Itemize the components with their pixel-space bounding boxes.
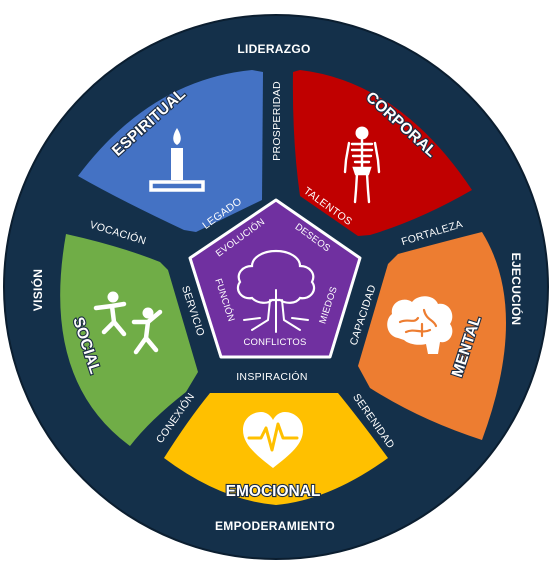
dancing-people-icon bbox=[93, 291, 163, 355]
core-pentagon: EVOLUCIÓN DESEOS MIEDOS CONFLICTOS FUNCI… bbox=[188, 198, 362, 359]
core-label-conflictos: CONFLICTOS bbox=[243, 337, 306, 348]
ring-label-bottom: EMPODERAMIENTO bbox=[215, 519, 335, 533]
candle-icon bbox=[149, 128, 205, 192]
segment-title-emocional: EMOCIONAL bbox=[226, 483, 321, 500]
skeleton-icon bbox=[343, 126, 381, 204]
tree-icon bbox=[236, 249, 316, 333]
segment-mental: MENTAL bbox=[358, 232, 506, 440]
brain-icon bbox=[387, 296, 453, 354]
ring-label-right: EJECUCIÓN bbox=[509, 253, 524, 326]
gap-label-prosperidad: PROSPERIDAD bbox=[271, 81, 283, 161]
segment-social: SOCIAL bbox=[60, 234, 198, 446]
segment-emocional: EMOCIONAL bbox=[164, 393, 388, 505]
ring-label-left: VISIÓN bbox=[30, 269, 45, 311]
heartbeat-icon bbox=[243, 412, 303, 468]
ring-label-top: LIDERAZGO bbox=[237, 42, 310, 56]
inner-label-inspiracion: INSPIRACIÓN bbox=[236, 370, 308, 383]
